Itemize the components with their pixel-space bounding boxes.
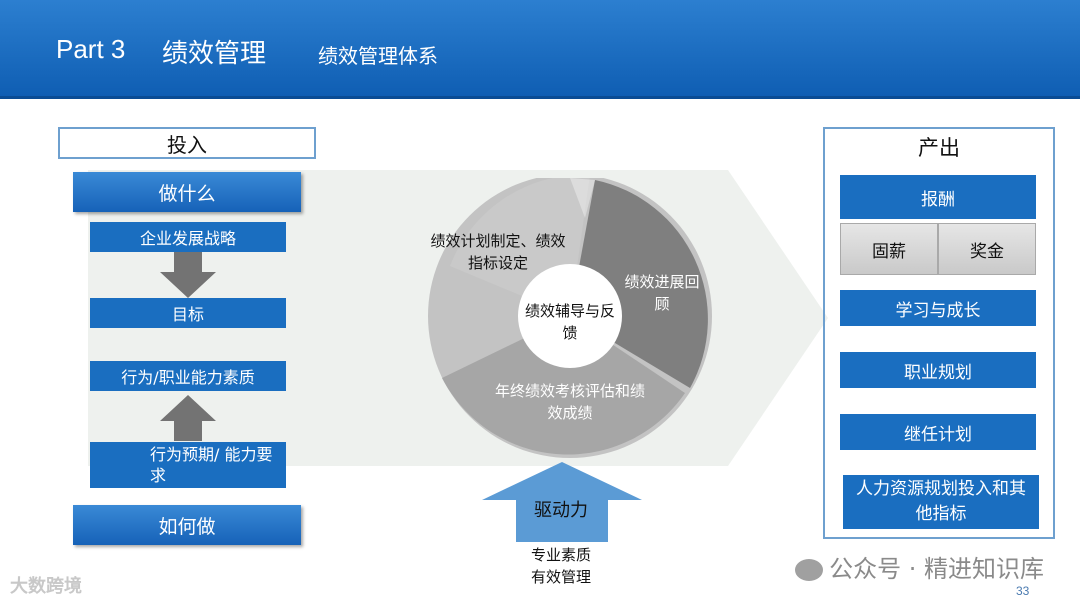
output-title: 产出 — [918, 136, 960, 160]
drive-subtext: 专业素质 有效管理 — [500, 544, 622, 588]
strategy-box: 企业发展战略 — [90, 222, 286, 252]
wechat-icon — [795, 559, 824, 581]
watermark: 公众号 · 精进知识库 — [795, 549, 1044, 584]
compensation-box: 报酬 — [840, 175, 1036, 219]
succession-box: 继任计划 — [840, 414, 1036, 450]
header-bar — [0, 0, 1080, 99]
page-title: 绩效管理 — [162, 39, 267, 69]
watermark-text: 公众号 · 精进知识库 — [829, 555, 1044, 583]
expectation-box: 行为预期/ 能力要求 — [90, 442, 286, 488]
bonus-box: 奖金 — [938, 223, 1036, 275]
brand-logo: 大数跨境 — [10, 572, 82, 598]
annual-segment-label: 年终绩效考核评估和绩效成绩 — [494, 382, 645, 422]
down-arrow-icon — [160, 252, 216, 298]
center-label: 绩效辅导与反馈 — [524, 302, 615, 342]
what-button: 做什么 — [73, 172, 301, 212]
performance-cycle — [428, 178, 712, 458]
growth-box: 学习与成长 — [840, 290, 1036, 326]
logo-text: 大数跨境 — [10, 576, 82, 597]
input-title: 投入 — [58, 127, 316, 159]
salary-box: 固薪 — [840, 223, 938, 275]
goal-box: 目标 — [90, 298, 286, 328]
plan-segment-label: 绩效计划制定、绩效指标设定 — [430, 232, 566, 272]
page-number: 33 — [1016, 584, 1030, 598]
part-label: Part 3 — [56, 34, 126, 64]
career-box: 职业规划 — [840, 352, 1036, 388]
page-subtitle: 绩效管理体系 — [318, 44, 438, 68]
drive-label: 驱动力 — [534, 500, 588, 521]
output-frame — [823, 127, 1055, 539]
hr-plan-box: 人力资源规划投入和其他指标 — [843, 475, 1039, 529]
how-button: 如何做 — [73, 505, 301, 545]
drive-arrow-icon — [482, 462, 642, 542]
up-arrow-icon — [160, 395, 216, 441]
review-segment-label: 绩效进展回顾 — [624, 273, 700, 313]
drive-sub-1: 专业素质 — [530, 546, 591, 564]
competency-box: 行为/职业能力素质 — [90, 361, 286, 391]
drive-sub-2: 有效管理 — [530, 568, 591, 586]
